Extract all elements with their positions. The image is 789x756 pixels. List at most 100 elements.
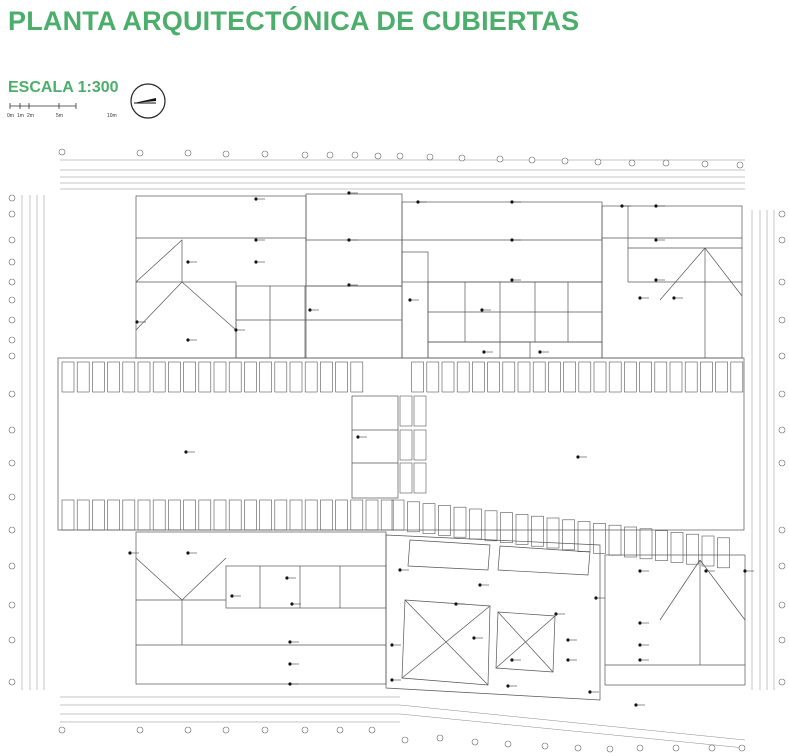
skylight-module bbox=[228, 499, 242, 531]
level-marker bbox=[454, 602, 458, 606]
skylight-module bbox=[517, 361, 531, 393]
skylight-module bbox=[259, 361, 272, 393]
skylight-module bbox=[107, 499, 120, 531]
level-marker bbox=[566, 658, 570, 662]
dimension-lines-bottom bbox=[60, 696, 746, 749]
skylight-module bbox=[274, 361, 288, 393]
level-marker bbox=[347, 238, 351, 242]
skylight-module bbox=[168, 499, 181, 531]
skylight-module bbox=[198, 499, 212, 531]
level-marker bbox=[390, 678, 394, 682]
skylight-module bbox=[411, 361, 424, 393]
skylight-module bbox=[546, 517, 560, 549]
level-marker bbox=[347, 283, 351, 287]
skylight-module bbox=[183, 499, 196, 531]
skylight-module bbox=[577, 521, 591, 552]
grid-axes-bottom bbox=[58, 726, 746, 753]
skylight-module bbox=[137, 361, 151, 393]
level-marker bbox=[288, 640, 292, 644]
skylight-module bbox=[198, 361, 212, 393]
skylight-module bbox=[562, 519, 575, 551]
skylight-module bbox=[92, 361, 105, 393]
skylight-module bbox=[624, 526, 637, 558]
skylight-module bbox=[152, 499, 166, 531]
skylight-module bbox=[701, 535, 715, 567]
dimension-lines-top bbox=[60, 159, 745, 190]
level-marker bbox=[186, 338, 190, 342]
skylight-module bbox=[500, 512, 513, 543]
skylight-module bbox=[593, 523, 606, 554]
skylight-module bbox=[304, 499, 318, 531]
skylight-module bbox=[365, 499, 379, 531]
skylight-module bbox=[61, 361, 75, 393]
level-marker bbox=[634, 703, 638, 707]
level-marker bbox=[285, 576, 289, 580]
level-marker bbox=[254, 260, 258, 264]
level-marker bbox=[482, 350, 486, 354]
grid-axes-top bbox=[58, 148, 744, 169]
skylight-module bbox=[624, 361, 637, 393]
level-marker bbox=[478, 583, 482, 587]
skylight-module bbox=[92, 499, 105, 531]
scale-tick-10: 10m bbox=[107, 113, 117, 119]
level-marker bbox=[186, 260, 190, 264]
skylight-module bbox=[244, 361, 257, 393]
level-marker bbox=[184, 450, 188, 454]
skylight-module bbox=[320, 361, 333, 393]
skylight-module bbox=[531, 515, 544, 547]
scale-label: ESCALA 1:300 bbox=[8, 79, 119, 96]
skylight-module bbox=[456, 361, 470, 393]
level-marker bbox=[638, 569, 642, 573]
plan-title: PLANTA ARQUITECTÓNICA DE CUBIERTAS bbox=[8, 6, 580, 36]
skylight-module bbox=[76, 361, 90, 393]
level-marker bbox=[234, 328, 238, 332]
skylight-module bbox=[669, 361, 683, 393]
level-marker bbox=[638, 643, 642, 647]
skylight-module bbox=[654, 361, 668, 393]
skylight-module bbox=[168, 361, 181, 393]
skylight-module bbox=[350, 361, 364, 393]
level-marker bbox=[135, 320, 139, 324]
level-marker bbox=[704, 569, 708, 573]
level-marker bbox=[288, 662, 292, 666]
skylight-module bbox=[289, 499, 303, 531]
level-marker bbox=[638, 621, 642, 625]
skylight-module bbox=[686, 533, 699, 565]
skylight-module bbox=[717, 537, 730, 569]
level-marker bbox=[588, 690, 592, 694]
level-marker bbox=[416, 200, 420, 204]
level-marker bbox=[538, 350, 542, 354]
skylight-module bbox=[484, 510, 498, 542]
skylight-module bbox=[441, 361, 455, 393]
skylight-module bbox=[183, 361, 196, 393]
level-marker bbox=[566, 638, 570, 642]
level-marker bbox=[620, 204, 624, 208]
skylight-module bbox=[350, 499, 364, 531]
level-marker bbox=[510, 658, 514, 662]
scale-tick-2: 2m bbox=[27, 113, 34, 119]
level-marker bbox=[290, 602, 294, 606]
skylight-column bbox=[399, 395, 427, 494]
level-marker bbox=[480, 308, 484, 312]
skylight-module bbox=[453, 506, 467, 538]
skylight-row-top bbox=[61, 361, 744, 393]
skylight-module bbox=[259, 499, 272, 531]
level-marker bbox=[510, 200, 514, 204]
skylight-module bbox=[730, 361, 744, 393]
scale-tick-0: 0m bbox=[7, 113, 14, 119]
skylight-module bbox=[438, 505, 451, 536]
level-marker bbox=[654, 204, 658, 208]
level-marker bbox=[472, 636, 476, 640]
level-marker bbox=[408, 298, 412, 302]
level-marker bbox=[743, 569, 747, 573]
skylight-module bbox=[715, 361, 728, 393]
skylight-module bbox=[122, 361, 136, 393]
skylight-module bbox=[548, 361, 561, 393]
skylight-module bbox=[515, 514, 529, 545]
level-marker bbox=[594, 596, 598, 600]
skylight-module bbox=[670, 532, 684, 563]
skylight-module bbox=[289, 361, 303, 393]
skylight-module bbox=[655, 530, 668, 561]
skylight-module bbox=[608, 361, 622, 393]
